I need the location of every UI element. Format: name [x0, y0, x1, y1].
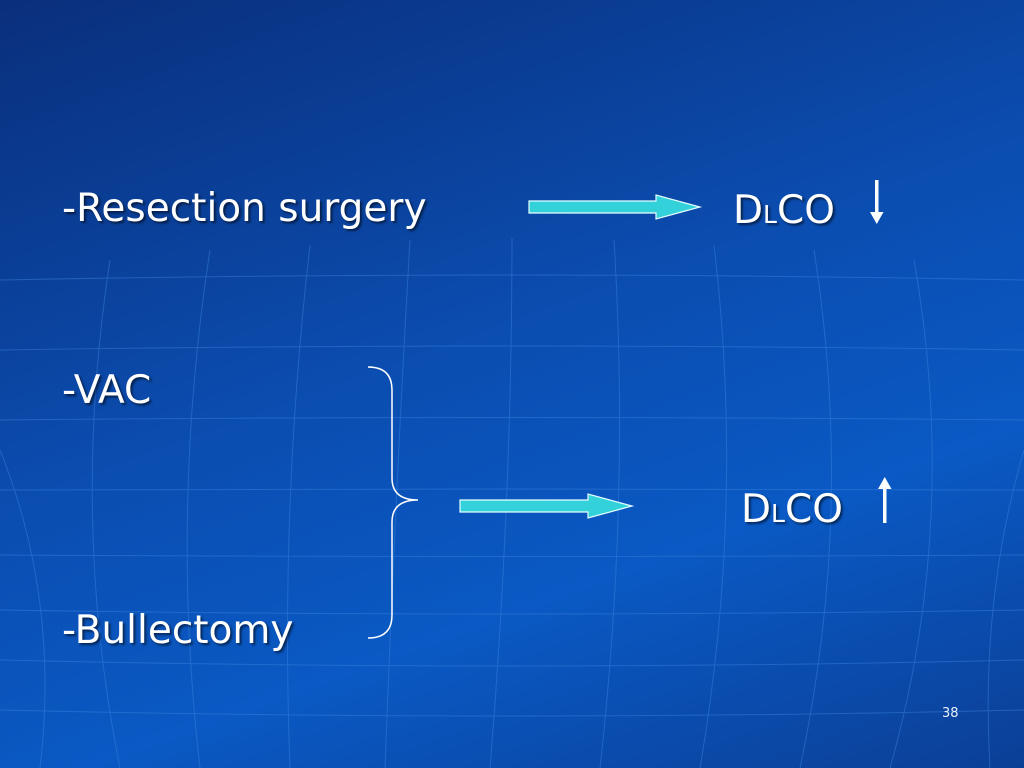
item-bullectomy: -Bullectomy — [62, 608, 294, 653]
dlco-prefix: D — [733, 188, 764, 233]
result-dlco-increase: DLCO — [741, 490, 843, 529]
page-number: 38 — [942, 706, 959, 721]
dlco-subscript: L — [763, 200, 777, 229]
item-vac: -VAC — [62, 368, 152, 413]
dlco-subscript: L — [771, 499, 785, 528]
result-dlco-decrease: DLCO — [733, 191, 835, 230]
item-resection-surgery: -Resection surgery — [62, 186, 427, 231]
dlco-suffix: CO — [776, 188, 835, 233]
dlco-suffix: CO — [784, 487, 843, 532]
dlco-prefix: D — [741, 487, 772, 532]
